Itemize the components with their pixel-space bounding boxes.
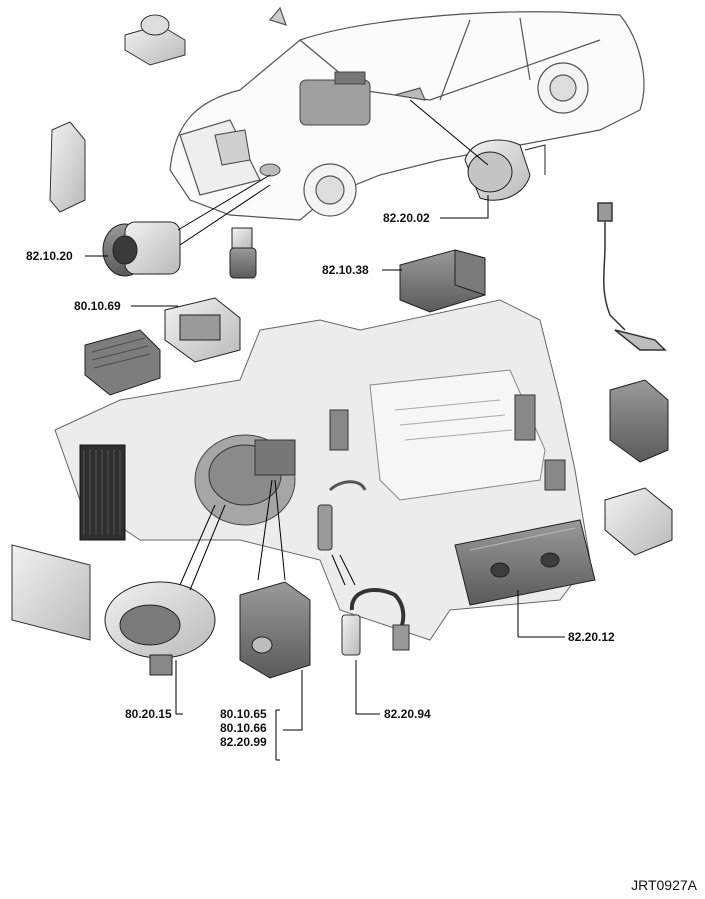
vehicle-illustration [169,6,645,221]
callout-80-20-15: 80.20.15 [125,707,172,721]
control-module-82-10-38-illustration [399,249,486,313]
actuators-right-illustration [604,379,673,556]
callout-80-10-69: 80.10.69 [74,299,121,313]
hvac-housing-illustration [54,299,591,641]
callout-82-10-38: 82.10.38 [322,263,369,277]
engine-bay-parts [214,71,371,177]
heatsink-illustration [84,329,161,396]
sensor-left [49,121,86,213]
filter-panel-illustration [11,544,91,641]
flap-actuator-illustration [239,581,311,679]
ac-compressor-illustration [102,221,181,277]
evaporator-sensor-illustration [341,588,410,656]
callout-82-20-99: 82.20.99 [220,735,267,749]
callout-82-20-12: 82.20.12 [568,630,615,644]
callout-80-10-66: 80.10.66 [220,721,267,735]
figure-reference: JRT0927A [631,877,697,893]
callout-82-20-94: 82.20.94 [384,707,431,721]
leader-lines [85,99,565,761]
climate-control-panel-illustration [454,519,596,606]
pressure-sensor-illustration [229,227,257,279]
callout-80-10-65: 80.10.65 [220,707,267,721]
callout-82-10-20: 82.10.20 [26,249,73,263]
blower-resistor-illustration [164,297,241,363]
callout-82-20-02: 82.20.02 [383,211,430,225]
blower-motor-illustration [104,581,216,676]
door-mirror-illustration [464,139,546,201]
callout-stack-80-10-65: 80.10.65 80.10.66 82.20.99 [220,707,267,749]
temperature-sensor-illustration [597,202,667,351]
module-top-left [124,14,186,66]
